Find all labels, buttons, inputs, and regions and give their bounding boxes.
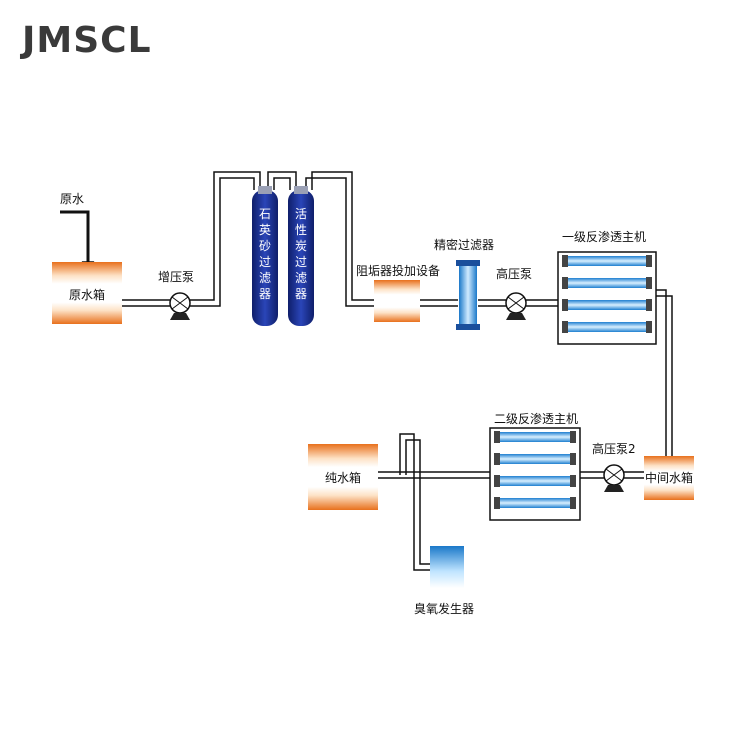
membrane-tube bbox=[498, 432, 572, 442]
brand-logo: JMSCL bbox=[22, 20, 152, 61]
membrane-end-cap bbox=[494, 475, 500, 487]
membrane-end-cap bbox=[646, 299, 652, 311]
antiscalant-device bbox=[374, 280, 420, 322]
membrane-tube bbox=[498, 454, 572, 464]
quartz-filter bbox=[252, 186, 278, 326]
high-pressure-pump2-icon bbox=[603, 464, 625, 492]
membrane-end-cap bbox=[646, 321, 652, 333]
membrane-end-cap bbox=[562, 299, 568, 311]
membrane-end-cap bbox=[494, 497, 500, 509]
intermediate-tank bbox=[644, 456, 694, 500]
membrane-tube bbox=[566, 322, 648, 332]
booster-pump-label: 增压泵 bbox=[158, 270, 195, 284]
membrane-end-cap bbox=[570, 497, 576, 509]
precision-filter bbox=[456, 260, 480, 330]
membrane-tube bbox=[566, 300, 648, 310]
membrane-tube bbox=[566, 256, 648, 266]
membrane-end-cap bbox=[570, 431, 576, 443]
membrane-end-cap bbox=[570, 475, 576, 487]
membrane-end-cap bbox=[562, 321, 568, 333]
membrane-end-cap bbox=[646, 255, 652, 267]
membrane-tube bbox=[498, 498, 572, 508]
ozone-generator bbox=[430, 546, 464, 588]
antiscalant-label: 阻垢器投加设备 bbox=[356, 264, 441, 278]
membrane-rack-frame bbox=[557, 251, 657, 345]
ro-stage1-label: 一级反渗透主机 bbox=[562, 230, 647, 244]
membrane-rack-frame bbox=[489, 427, 581, 521]
membrane-end-cap bbox=[570, 453, 576, 465]
precision-filter-label: 精密过滤器 bbox=[434, 238, 495, 252]
ro-stage1-unit bbox=[557, 251, 657, 345]
raw-water-tank-label: 原水箱 bbox=[68, 288, 105, 302]
high-pressure-pump-label: 高压泵 bbox=[496, 267, 533, 281]
raw-water-inlet-label: 原水 bbox=[60, 192, 85, 206]
membrane-end-cap bbox=[562, 277, 568, 289]
booster-pump-icon bbox=[169, 292, 191, 320]
membrane-end-cap bbox=[494, 453, 500, 465]
carbon-filter-label: 活性炭过滤器 bbox=[294, 207, 307, 301]
ozone-generator-label: 臭氧发生器 bbox=[414, 602, 475, 616]
carbon-filter bbox=[288, 186, 314, 326]
intermediate-tank-label: 中间水箱 bbox=[644, 471, 693, 485]
pure-water-tank-label: 纯水箱 bbox=[324, 471, 361, 485]
ro-stage2-label: 二级反渗透主机 bbox=[494, 412, 579, 426]
membrane-end-cap bbox=[646, 277, 652, 289]
quartz-filter-label: 石英砂过滤器 bbox=[258, 207, 271, 301]
membrane-tube bbox=[498, 476, 572, 486]
high-pressure-pump2-label: 高压泵2 bbox=[592, 442, 636, 456]
raw-water-tank bbox=[52, 262, 122, 324]
ro-stage2-unit bbox=[489, 427, 581, 521]
membrane-tube bbox=[566, 278, 648, 288]
high-pressure-pump-icon bbox=[505, 292, 527, 320]
membrane-end-cap bbox=[494, 431, 500, 443]
pure-water-tank bbox=[308, 444, 378, 510]
membrane-end-cap bbox=[562, 255, 568, 267]
